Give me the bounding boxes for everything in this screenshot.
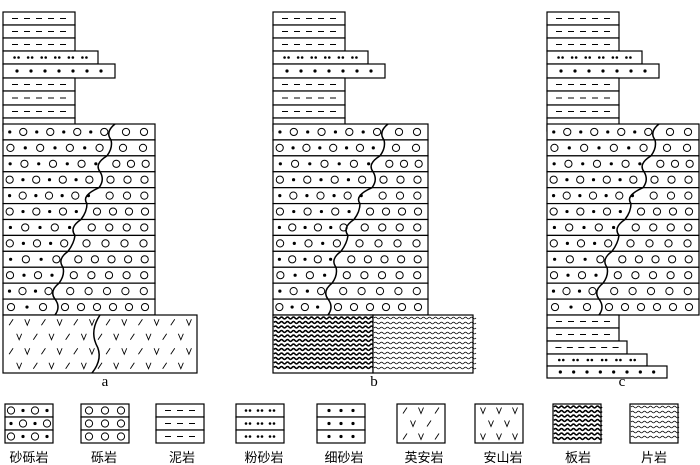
column-c-lower-layer [546,234,700,252]
column-c-upper-layer [546,50,643,65]
column-b-lower-layer [272,123,429,141]
legend-swatch-mudstone [155,403,205,444]
column-c-lower-layer [546,155,700,173]
column-c-lower-layer [546,123,700,141]
column-b-basement-schist [372,314,474,374]
column-a-lower-layer [2,123,156,141]
column-c-lower-layer [546,218,700,237]
column-b-lower-layer [272,282,429,300]
column-a-lower-layer [2,266,156,284]
column-b-facies-boundary [325,123,389,316]
legend-label-dacite: 英安岩 [404,451,443,465]
legend [4,403,680,444]
column-c-lower-fine-layer [546,365,668,379]
column-b [272,11,477,374]
column-c [546,11,700,379]
legend-swatch-fine-sandstone [316,403,366,444]
column-a-basement-boundary [91,314,101,374]
column-a-upper-layer [2,50,99,65]
legend-swatch-slate [552,403,603,444]
column-c-lower-layer [546,250,700,268]
column-b-lower-layer [272,187,429,205]
legend-label-pebbly-sandstone: 砂砾岩 [9,451,48,465]
column-b-lower-layer [272,171,429,189]
column-a [2,11,198,374]
legend-swatch-siltstone [235,403,285,444]
column-a-lower-layer [2,218,156,237]
column-c-lower-layer [546,298,700,316]
column-c-label: c [619,374,626,390]
legend-label-slate: 板岩 [565,451,591,465]
column-b-upper-layer [272,50,369,65]
legend-label-conglomerate: 砾岩 [91,451,117,465]
column-b-label: b [370,374,378,390]
column-a-basement [2,314,198,374]
legend-label-fine-sandstone: 细砂岩 [324,451,363,465]
legend-swatch-pebbly-sandstone [4,403,54,444]
column-b-lower-layer [272,234,429,252]
column-a-lower-layer [2,234,156,252]
legend-label-siltstone: 粉砂岩 [244,451,283,465]
legend-swatch-conglomerate [80,403,130,444]
column-a-facies-boundary [52,123,116,316]
column-a-label: a [102,374,109,390]
legend-label-mudstone: 泥岩 [169,451,195,465]
columns-layer [2,11,700,379]
column-c-lower-layer [546,266,700,284]
column-a-lower-layer [2,171,156,189]
column-a-lower-layer [2,155,156,173]
legend-swatch-andesite [474,403,524,444]
legend-label-andesite: 安山岩 [483,451,522,465]
column-b-lower-layer [272,139,429,157]
legend-label-schist: 片岩 [641,451,667,465]
column-c-facies-boundary [596,123,660,316]
column-c-lower-layer [546,171,700,189]
legend-swatch-dacite [396,403,446,444]
legend-swatch-schist [629,403,680,444]
